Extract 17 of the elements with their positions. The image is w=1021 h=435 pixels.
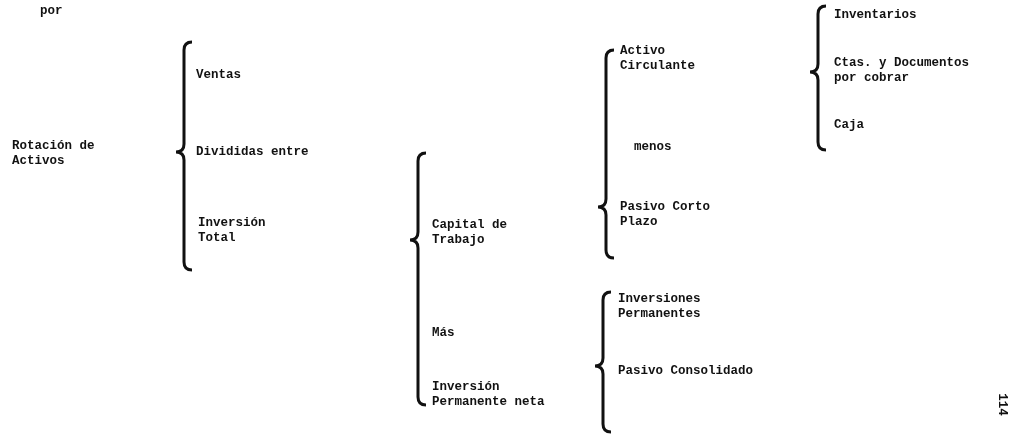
term-label: Capital de Trabajo <box>432 218 508 248</box>
term-label: Activo Circulante <box>620 44 696 74</box>
term-label: Caja <box>834 118 864 133</box>
term-label: Inventarios <box>834 8 917 23</box>
term-label: Inversión Permanente neta <box>432 380 546 410</box>
term-label: Ctas. y Documentos por cobrar <box>834 56 971 86</box>
term-label: Rotación de Activos <box>12 139 96 169</box>
term-label: por <box>40 4 63 19</box>
page-number: 114 <box>993 393 1009 416</box>
term-label: Inversiones Permanentes <box>618 292 702 322</box>
term-label: Ventas <box>196 68 241 83</box>
term-label: Más <box>432 326 455 341</box>
term-label: menos <box>634 140 672 155</box>
term-label: Inversión Total <box>198 216 267 246</box>
term-label: Divididas entre <box>196 145 309 160</box>
term-label: Pasivo Consolidado <box>618 364 754 379</box>
term-label: Pasivo Corto Plazo <box>620 200 710 230</box>
